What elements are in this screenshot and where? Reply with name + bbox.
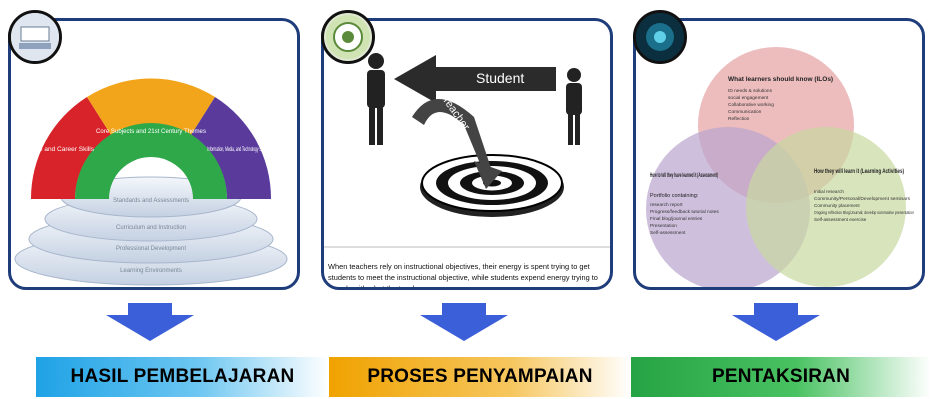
student-arrow-label: Student (476, 70, 524, 86)
panel-teaching-process: Student Teacher When teachers rely on in… (321, 18, 613, 290)
venn-top-item: Communication (728, 109, 762, 115)
label-text: HASIL PEMBELAJARAN (70, 366, 295, 387)
venn-top-item: Collaborative working (728, 102, 774, 108)
venn-left-item: Self-assessment (650, 230, 686, 236)
arch-top-label: Learning and Innovation Skills (108, 62, 195, 69)
thumbnail-badge (633, 10, 687, 64)
venn-left-item: Final blog/journal entries (650, 216, 703, 222)
venn-right-item: Community/Personal/Development seminars (814, 196, 911, 201)
arrow-down-icon (106, 303, 194, 341)
outcome-logo-icon (11, 13, 59, 61)
venn-left-subtitle: Portfolio containing: (650, 193, 699, 199)
student-figure-icon (566, 68, 582, 145)
skills-rainbow-diagram: Learning and Innovation Skills Life and … (14, 62, 288, 286)
arrow-down-icon (732, 303, 820, 341)
venn-left-item: Presentation (650, 223, 677, 229)
thumbnail-badge (321, 10, 375, 64)
panel-21st-century-skills: Learning and Innovation Skills Life and … (8, 18, 300, 290)
ring-label: Professional Development (116, 246, 186, 252)
venn-left-item: Progress/feedback tutorial notes (650, 209, 719, 215)
venn-right-item: Ongoing reflection Blog/Journal; develop… (814, 210, 914, 215)
label-text: PENTAKSIRAN (711, 366, 851, 387)
ring-label: Learning Environments (120, 268, 182, 274)
network-logo-icon (636, 13, 684, 61)
venn-top-item: Reflection (728, 116, 750, 122)
arch-right-label: Information, Media, and Technology Skill… (207, 147, 267, 153)
label-text: PROSES PENYAMPAIAN (367, 366, 593, 387)
venn-right-item: Initial research (814, 189, 844, 194)
teacher-figure-icon (367, 53, 385, 145)
thumbnail-badge (8, 10, 62, 64)
teacher-student-target-illustration: Student Teacher (367, 53, 582, 217)
arch-left-label: Life and Career Skills (32, 146, 95, 153)
venn-left-item: research report (650, 202, 683, 208)
arrow-down-icon (420, 303, 508, 341)
teaching-caption: When teachers rely on instructional obje… (328, 262, 598, 290)
label-proses-penyampaian: PROSES PENYAMPAIAN (329, 357, 631, 397)
cycle-logo-icon (326, 15, 370, 59)
venn-left-title: How to tell they have learned it (Assess… (650, 172, 718, 179)
arch-center-label: Core Subjects and 21st Century Themes (96, 128, 207, 135)
label-pentaksiran: PENTAKSIRAN (631, 357, 931, 397)
assessment-venn-diagram: What learners should know (ILOs) ID need… (646, 47, 914, 287)
ring-label: Curriculum and Instruction (116, 225, 186, 231)
venn-top-item: social engagement (728, 95, 769, 101)
venn-right-title: How they will learn it (Learning Activit… (814, 168, 904, 175)
ring-label: Standards and Assessments (113, 198, 189, 204)
venn-right-item: Self-assessment exercise (814, 217, 867, 222)
panel-assessment-venn: What learners should know (ILOs) ID need… (633, 18, 925, 290)
label-hasil-pembelajaran: HASIL PEMBELAJARAN (36, 357, 329, 397)
venn-top-title: What learners should know (ILOs) (728, 76, 833, 83)
venn-right-item: Community placement (814, 203, 860, 208)
venn-top-item: ID needs & solutions (728, 88, 773, 94)
